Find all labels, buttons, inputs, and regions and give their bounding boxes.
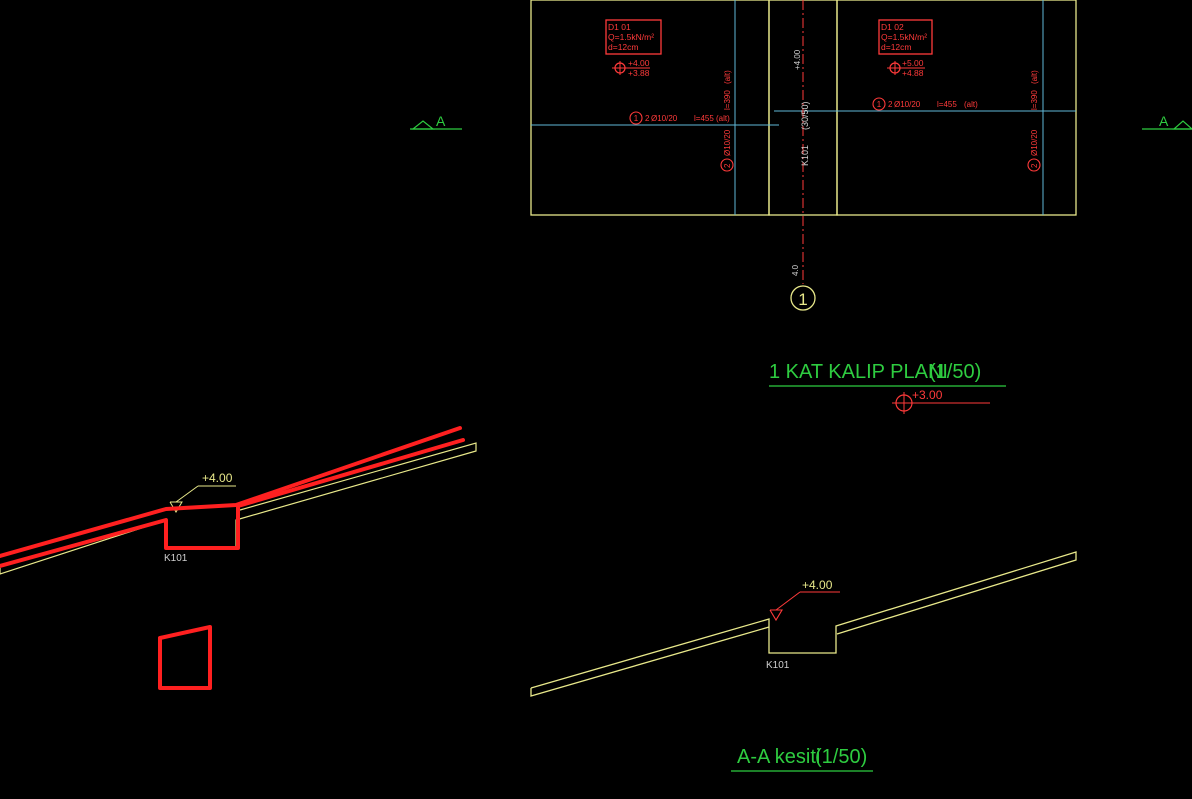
section-marker-right-label: A: [1159, 113, 1169, 129]
section-title: A-A kesiti: [737, 746, 820, 768]
red-markup-shape[interactable]: [158, 625, 212, 690]
section-level: +4.00: [802, 578, 833, 592]
section-level-marker: [769, 609, 783, 622]
section-slab-profile-lower: [530, 626, 770, 697]
rebar-right-v-tag: (alt): [1030, 70, 1039, 84]
rebar-left-v-spec: Ø10/20: [723, 129, 732, 156]
section-level-leader: [775, 591, 801, 611]
axis-top-text: +4.00: [793, 49, 802, 70]
slab-left-thickness: d=12cm: [608, 42, 638, 52]
rebar-left-v-mark[interactable]: [720, 158, 734, 172]
plan-level: +3.00: [912, 388, 943, 402]
rebar-right-h-length: l=455: [937, 100, 957, 109]
slab-left-level-top: +4.00: [628, 58, 650, 68]
rebar-left-v-mark-label: 2: [723, 163, 732, 168]
rebar-left-h-tag: (alt): [716, 114, 730, 123]
beam-label: K101: [800, 145, 810, 166]
floor-plan: 1 4.0 +4.00 K101 (30/50) D1 01 Q=1.5kN/m…: [410, 0, 1192, 414]
axis-text: 4.0: [791, 264, 800, 276]
rebar-left-h-mark-num: 2: [645, 114, 650, 123]
rebar-right-h-mark-label: 1: [877, 100, 882, 109]
section-beam-label: K101: [766, 660, 790, 671]
markup-copy-level: +4.00: [202, 471, 233, 485]
axis-bubble-label: 1: [798, 290, 807, 309]
slab-left-level-bottom: +3.88: [628, 68, 650, 78]
slab-right-level-top: +5.00: [902, 58, 924, 68]
red-markup-line-upper[interactable]: [0, 426, 462, 558]
section-slab-profile[interactable]: [530, 551, 1077, 689]
rebar-right-v-spec: Ø10/20: [1030, 129, 1039, 156]
section-aa: +4.00 K101 A-A kesiti (1/50): [530, 551, 1077, 772]
slab-right-info-box[interactable]: [878, 19, 933, 55]
section-scale: (1/50): [815, 746, 867, 768]
rebar-left-h-length: l=455: [694, 114, 714, 123]
markup-section-copy: +4.00 K101: [0, 426, 477, 690]
plan-scale: (1/50): [929, 361, 981, 383]
beam-dimension: (30/50): [800, 101, 810, 130]
slab-right-outline[interactable]: [836, 0, 1077, 216]
axis-bubble[interactable]: [790, 285, 816, 311]
rebar-right-h-mark[interactable]: [872, 97, 886, 111]
plan-title: 1 KAT KALIP PLANI: [769, 361, 948, 383]
section-marker-left-label: A: [436, 113, 446, 129]
rebar-left-h-mark[interactable]: [629, 111, 643, 125]
slab-left-id: D1 01: [608, 22, 631, 32]
rebar-left-v-length: l=390: [723, 90, 732, 110]
rebar-right-v-mark-label: 2: [1030, 163, 1039, 168]
rebar-right-h-spec: Ø10/20: [894, 100, 921, 109]
red-markup-line-lower[interactable]: [0, 438, 465, 568]
slab-right-id: D1 02: [881, 22, 904, 32]
slab-left-load: Q=1.5kN/m²: [608, 32, 654, 42]
rebar-right-h-tag: (alt): [964, 100, 978, 109]
slab-right-level-bottom: +4.88: [902, 68, 924, 78]
markup-copy-level-leader: [175, 485, 199, 503]
rebar-left-v-tag: (alt): [723, 70, 732, 84]
rebar-right-v-length: l=390: [1030, 90, 1039, 110]
rebar-right-h-mark-num: 2: [888, 100, 893, 109]
markup-copy-beam-label: K101: [164, 553, 188, 564]
slab-left-info-box[interactable]: [605, 19, 662, 55]
rebar-left-h-mark-label: 1: [634, 114, 639, 123]
section-marker-right[interactable]: A: [1142, 113, 1192, 130]
slab-right-load: Q=1.5kN/m²: [881, 32, 927, 42]
slab-right-thickness: d=12cm: [881, 42, 911, 52]
section-marker-left[interactable]: A: [410, 113, 462, 130]
rebar-right-v-mark[interactable]: [1027, 158, 1041, 172]
rebar-left-h-spec: Ø10/20: [651, 114, 678, 123]
